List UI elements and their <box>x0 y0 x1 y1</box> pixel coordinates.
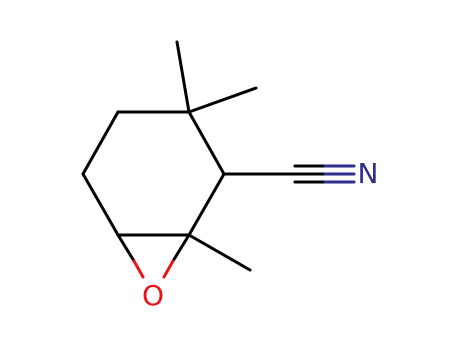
triple-bond-cn <box>293 164 356 184</box>
bond-methyl-lower <box>187 233 252 272</box>
bond-c3-c4 <box>187 172 226 237</box>
bond-c4-o-carbon-half <box>171 233 191 263</box>
atom-label-nitrogen: N <box>358 157 379 190</box>
bond-c5-c6 <box>81 172 120 237</box>
atom-label-oxygen: O <box>142 279 164 312</box>
bond-c4-o-oxygen-half <box>162 259 175 279</box>
bond-c2-c3 <box>187 110 226 176</box>
bond-methyl-right <box>187 86 258 114</box>
bond-c6-c1 <box>81 110 120 176</box>
bond-c5-o-oxygen-half <box>132 259 145 279</box>
bond-methyl-up <box>175 40 191 114</box>
bond-c5-o-carbon-half <box>116 233 136 263</box>
